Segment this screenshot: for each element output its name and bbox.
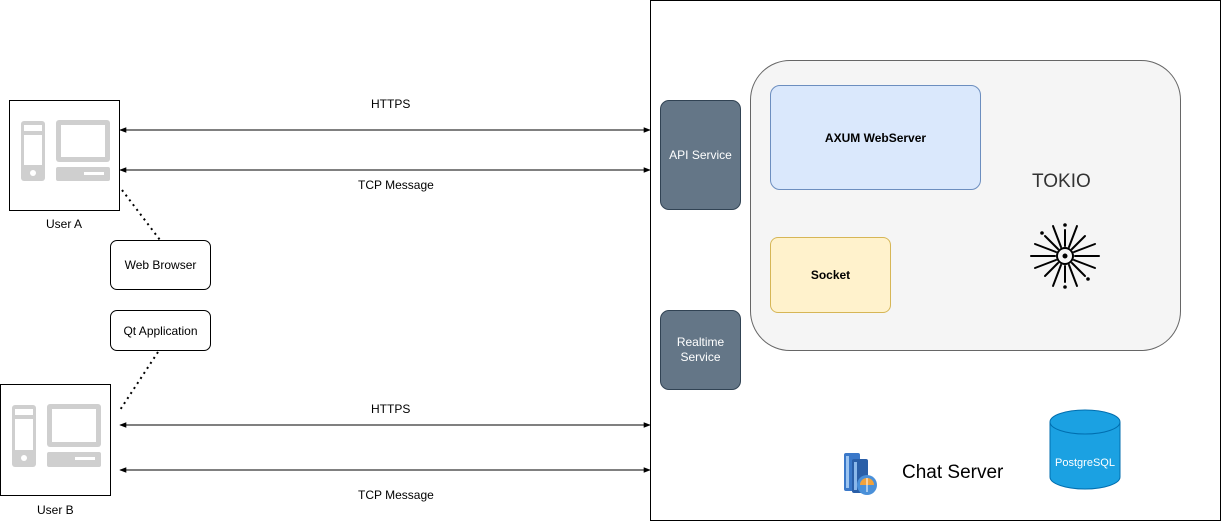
web-browser-node[interactable]: Web Browser — [110, 240, 211, 290]
tokio-label: TOKIO — [1032, 171, 1091, 192]
tokio-logo-icon — [1030, 223, 1100, 289]
user-a-device[interactable] — [9, 100, 120, 211]
desktop-computer-icon — [12, 404, 101, 467]
axum-webserver-node[interactable]: AXUM WebServer — [770, 85, 981, 190]
dotted-link-user-b — [119, 351, 159, 411]
server-cluster-icon — [844, 453, 877, 495]
realtime-service-node[interactable]: Realtime Service — [660, 310, 741, 390]
user-b-label: User B — [37, 503, 74, 517]
desktop-computer-icon — [21, 120, 110, 181]
socket-node[interactable]: Socket — [770, 237, 891, 313]
chat-server-title: Chat Server — [902, 462, 1004, 483]
database-icon[interactable] — [1049, 409, 1123, 491]
https-label-b: HTTPS — [371, 402, 411, 416]
tcp-label-a: TCP Message — [358, 178, 434, 192]
https-label-a: HTTPS — [371, 97, 411, 111]
postgresql-label: PostgreSQL — [1055, 457, 1115, 469]
api-service-node[interactable]: API Service — [660, 100, 741, 210]
tcp-label-b: TCP Message — [358, 488, 434, 502]
dotted-link-user-a — [121, 189, 161, 241]
user-b-device[interactable] — [0, 384, 111, 496]
qt-application-node[interactable]: Qt Application — [110, 310, 211, 351]
user-a-label: User A — [46, 217, 83, 231]
